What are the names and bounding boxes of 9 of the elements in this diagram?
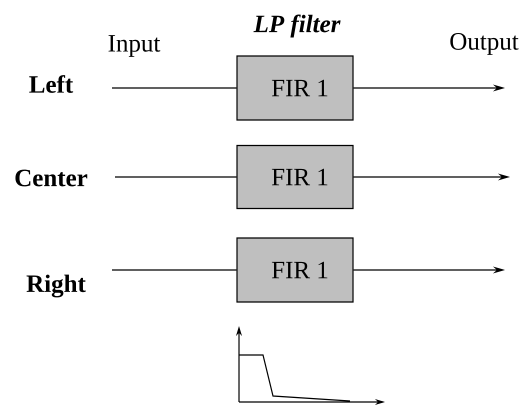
channel-label: Right <box>26 274 86 298</box>
signal-label: Input <box>108 35 160 57</box>
signal-label: Output <box>450 33 519 55</box>
channel-label: Center <box>15 170 88 186</box>
filter-box: FIR 1 <box>236 144 354 210</box>
filter-box: FIR 1 <box>236 237 354 303</box>
title: LP filter <box>253 14 341 38</box>
filter-box: FIR 1 <box>236 55 354 121</box>
channel-label: Left <box>29 75 74 93</box>
